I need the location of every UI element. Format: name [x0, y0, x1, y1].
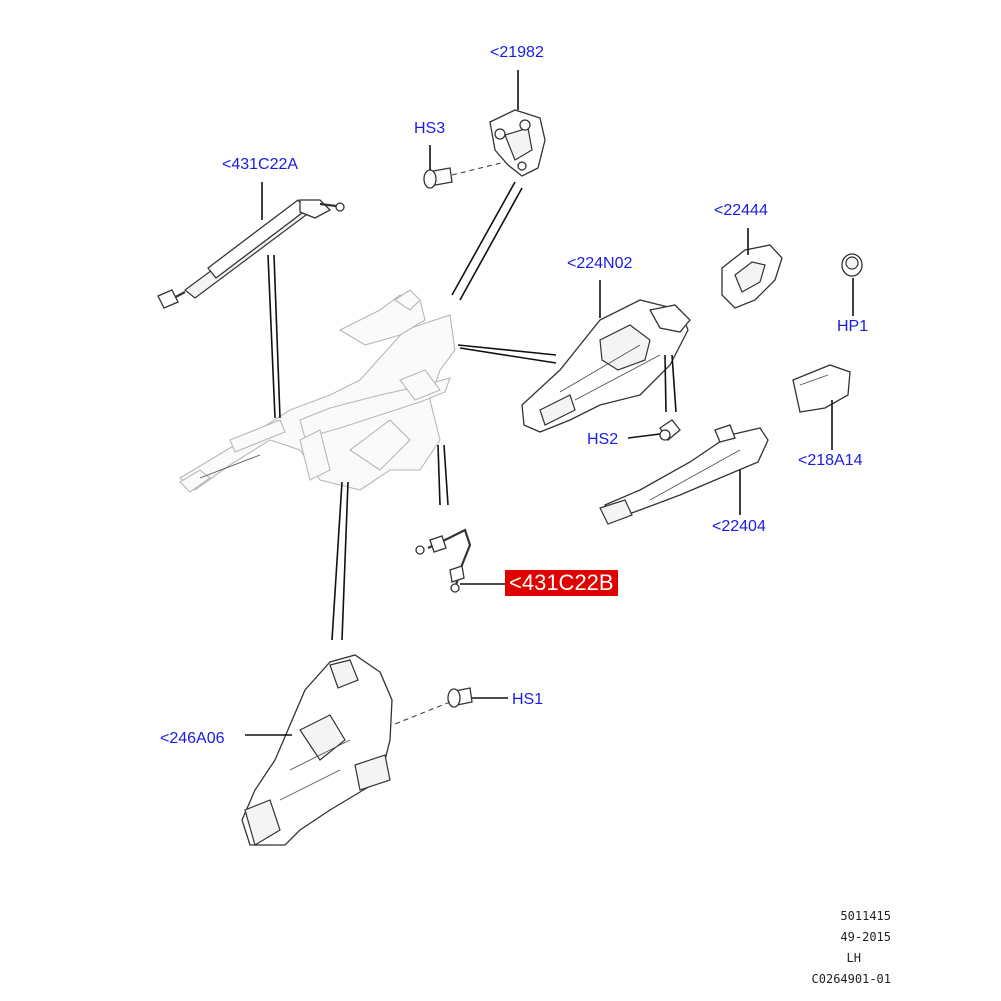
callout-hs3[interactable]: HS3: [414, 120, 446, 137]
reference-side: LH: [846, 951, 861, 965]
callout-hs1[interactable]: HS1: [512, 691, 544, 708]
door-latch-246a06: [241, 654, 393, 846]
striker-21982: [489, 109, 546, 177]
callout-218a14[interactable]: <218A14: [798, 452, 863, 469]
reference-code-2: C0264901-01: [811, 972, 891, 986]
reference-code-1: 5011415: [840, 909, 891, 923]
outer-handle-22404: [599, 424, 769, 525]
bolt-hs3: [423, 161, 506, 189]
callout-246a06[interactable]: <246A06: [160, 730, 225, 747]
bolt-hs1: [384, 687, 473, 729]
cable-431c22a: [157, 199, 345, 309]
screw-hs2: [659, 419, 681, 441]
callout-431c22a[interactable]: <431C22A: [222, 156, 299, 173]
end-cap-218a14: [792, 364, 851, 413]
cable-431c22b: [415, 528, 472, 593]
leader-lines: [245, 70, 854, 736]
handle-bracket-224n02: [521, 299, 691, 433]
handle-bezel-22444: [721, 244, 783, 309]
door-handle-assembly-ghost: [179, 289, 456, 493]
callout-22444[interactable]: <22444: [714, 202, 768, 219]
callout-hs2[interactable]: HS2: [587, 431, 619, 448]
callout-21982[interactable]: <21982: [490, 44, 544, 61]
plug-hp1: [841, 253, 863, 277]
callout-22404[interactable]: <22404: [712, 518, 766, 535]
callout-431c22b[interactable]: <431C22B: [505, 570, 618, 596]
callout-hp1[interactable]: HP1: [837, 318, 869, 335]
callout-224n02[interactable]: <224N02: [567, 255, 633, 272]
reference-date: 49-2015: [840, 930, 891, 944]
illustration-reference: 5011415 49-2015 LH C0264901-01: [812, 906, 891, 990]
